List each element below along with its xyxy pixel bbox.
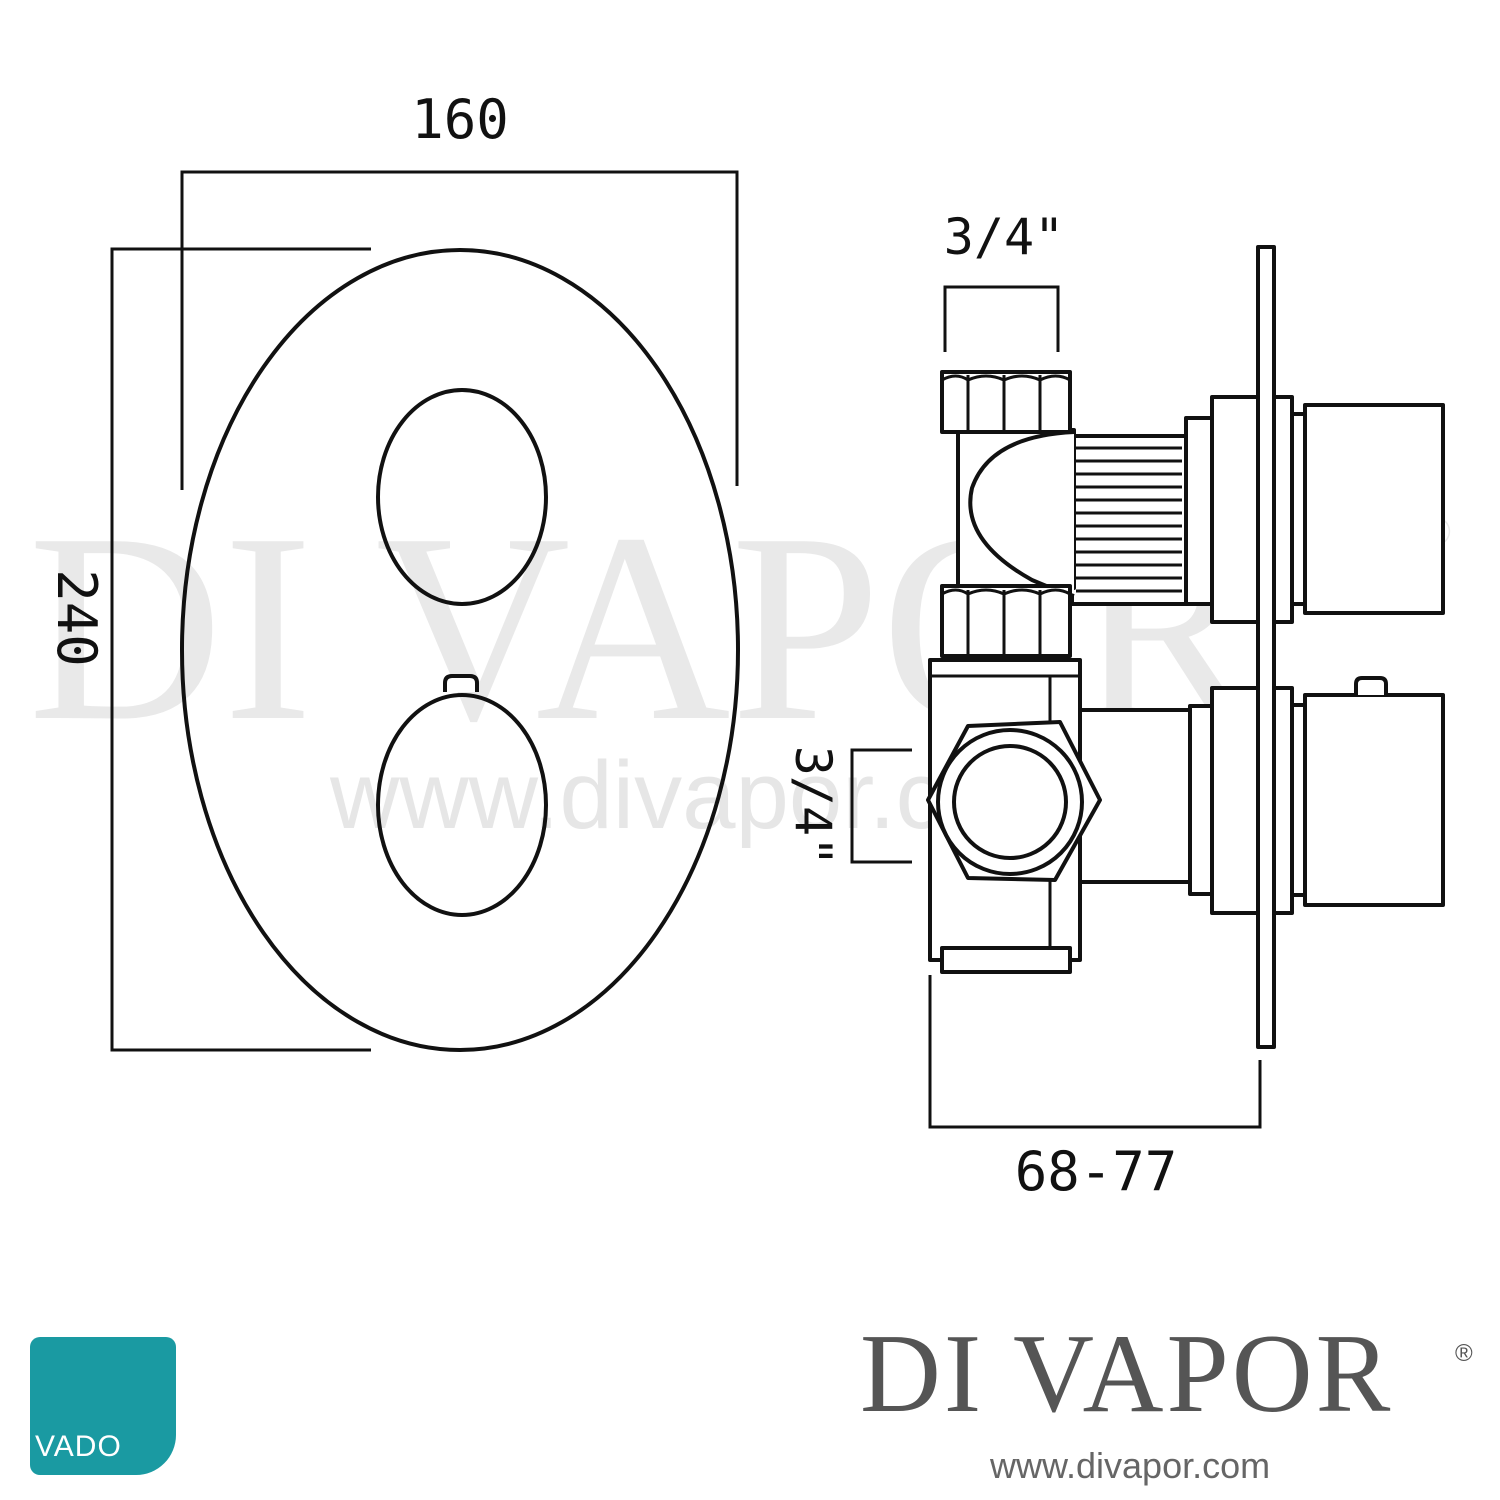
- side-inlet-dimension-line: [850, 748, 912, 864]
- upper-cartridge-nut: [1210, 395, 1260, 624]
- top-inlet-dimension-label: 3/4": [944, 208, 1064, 266]
- upper-cartridge-ring: [1184, 416, 1214, 606]
- bottom-nut: [940, 946, 1072, 974]
- width-dimension-line: [180, 170, 739, 490]
- lower-cartridge-ring: [1188, 704, 1214, 896]
- upper-handle-side: [1303, 403, 1445, 615]
- side-view: 3/4" 3/4" 68-77: [784, 208, 1445, 1203]
- lower-handle-side: [1303, 693, 1445, 907]
- thread-lines: [1076, 446, 1182, 593]
- vado-logo: [30, 1337, 176, 1475]
- front-view: 160 240: [45, 88, 740, 1052]
- top-inlet-nut: [940, 370, 1072, 434]
- oval-faceplate: [180, 248, 740, 1052]
- depth-dimension-line: [928, 975, 1262, 1129]
- mid-nut: [940, 584, 1072, 658]
- side-wall-plate: [1256, 245, 1276, 1049]
- divapor-logo-name: DI VAPOR: [860, 1312, 1394, 1436]
- side-inlet-inner-ring: [952, 744, 1068, 860]
- upper-handle-rosette: [1272, 395, 1294, 624]
- lower-handle-rosette: [1272, 686, 1294, 915]
- lower-handle-indicator-side: [1354, 676, 1388, 695]
- side-inlet-outer-ring: [936, 728, 1084, 876]
- divapor-logo-url: www.divapor.com: [990, 1445, 1271, 1486]
- height-dimension-line: [110, 247, 371, 1052]
- height-dimension-label: 240: [45, 569, 108, 667]
- top-inlet-dimension-line: [943, 285, 1060, 352]
- lower-handle-indicator: [443, 674, 479, 692]
- vado-logo-text: VADO: [35, 1430, 122, 1463]
- threaded-extension: [1070, 434, 1188, 606]
- lower-handle-outline: [376, 693, 548, 917]
- lower-cartridge-nut: [1210, 686, 1260, 915]
- side-inlet-dimension-label: 3/4": [784, 746, 842, 866]
- upper-handle-outline: [376, 388, 548, 606]
- width-dimension-label: 160: [411, 88, 509, 151]
- depth-dimension-label: 68-77: [1015, 1140, 1178, 1203]
- divapor-logo-registered: ®: [1455, 1340, 1473, 1367]
